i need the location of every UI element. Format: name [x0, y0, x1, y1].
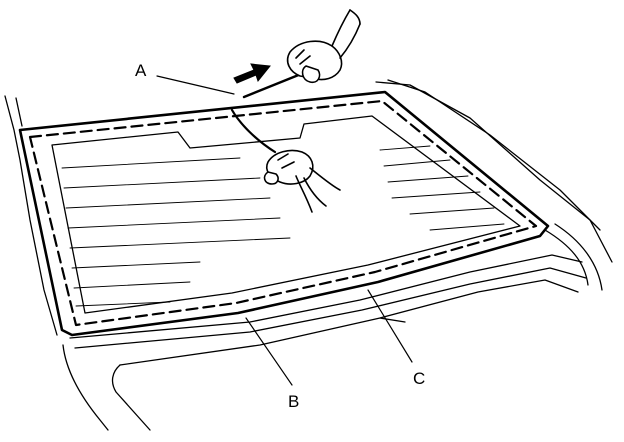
fender-curve [62, 344, 109, 431]
roof-line-2 [387, 79, 601, 231]
upper-hand-icon [286, 9, 361, 84]
windshield [18, 90, 550, 337]
cutting-wire [230, 70, 308, 154]
windshield-dashed-molding [28, 99, 538, 327]
roof-line-1 [375, 81, 613, 263]
left-pillar-outer [4, 95, 58, 336]
cowl-line-3 [119, 279, 579, 366]
windshield-frame [18, 90, 550, 337]
right-body-curve [544, 229, 589, 286]
lower-hand-icon [263, 149, 341, 213]
windshield-inner-glass [51, 115, 521, 314]
leader-a [156, 75, 235, 95]
leader-c [367, 289, 413, 363]
car-body [4, 79, 613, 431]
leader-lines [156, 75, 413, 386]
cowl-tick [379, 317, 406, 323]
left-pillar-edge [15, 97, 23, 127]
leader-b [245, 317, 293, 386]
wire-upper [242, 70, 308, 99]
hood-left-edge [111, 364, 151, 431]
cowl-line-1 [69, 254, 583, 339]
glass-shading-lines [61, 145, 505, 307]
cowl-line-2 [74, 267, 587, 349]
wire-lower [230, 108, 277, 154]
direction-arrow-icon [233, 63, 271, 84]
right-body-curve-2 [554, 223, 603, 291]
callout-b: B [288, 392, 299, 411]
callout-c: C [413, 369, 425, 388]
callout-a: A [135, 61, 147, 80]
